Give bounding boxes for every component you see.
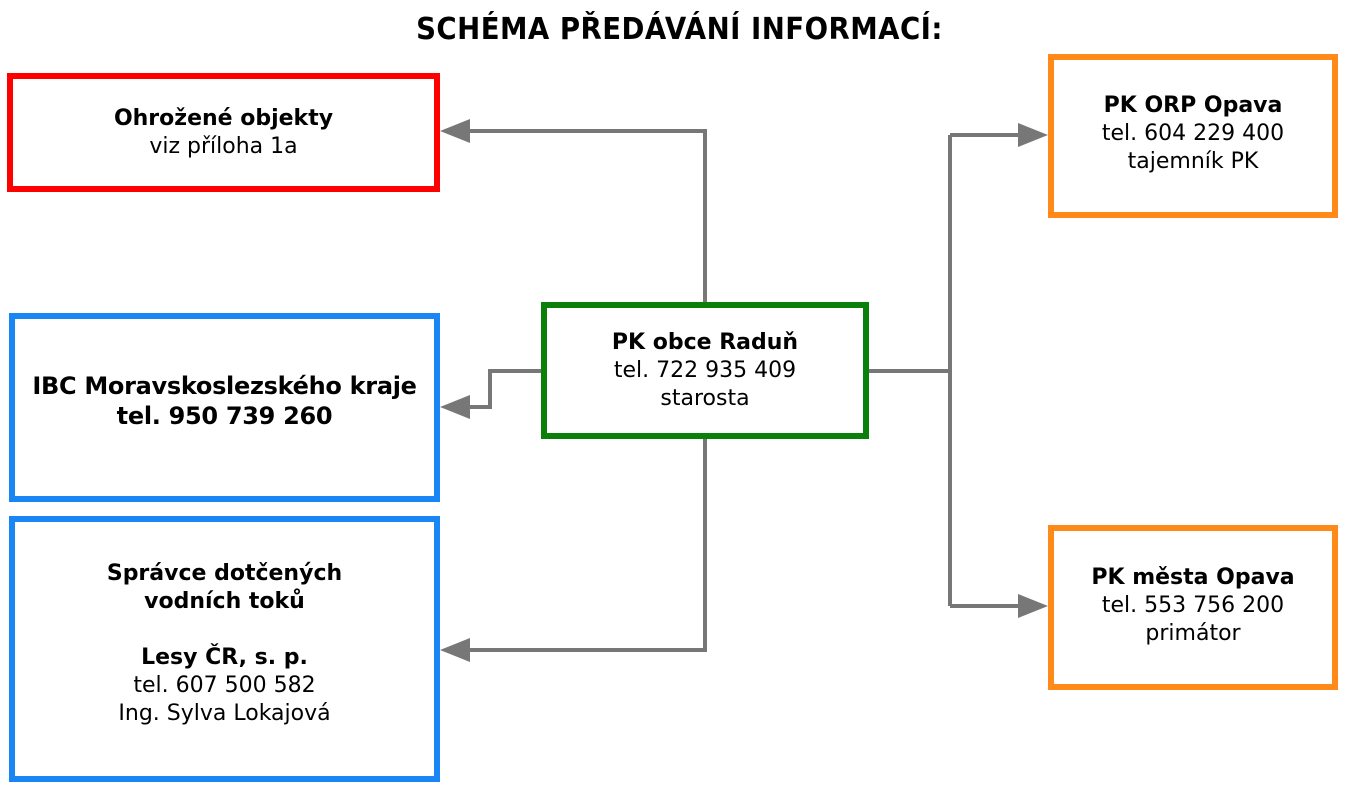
- node-spravce-name-line1: Správce dotčených: [106, 561, 343, 586]
- node-ohrozene-objekty: Ohrožené objekty viz příloha 1a: [7, 73, 440, 192]
- node-pk-obce-radun: PK obce Raduň tel. 722 935 409 starosta: [541, 302, 869, 439]
- node-center-name: PK obce Raduň: [611, 330, 799, 355]
- node-orp-role: tajemník PK: [1127, 149, 1259, 174]
- node-mesta-role: primátor: [1145, 621, 1241, 646]
- node-ibc-phone: tel. 950 739 260: [116, 401, 333, 430]
- node-spravce-person: Ing. Sylva Lokajová: [118, 701, 331, 726]
- node-mesta-name: PK města Opava: [1091, 565, 1295, 590]
- node-spravce-name-line2: vodních toků: [144, 589, 305, 614]
- node-orp-phone: tel. 604 229 400: [1101, 121, 1285, 146]
- node-ohrozene-name: Ohrožené objekty: [113, 106, 334, 131]
- page-title: SCHÉMA PŘEDÁVÁNÍ INFORMACÍ:: [416, 12, 943, 47]
- node-ibc-name: IBC Moravskoslezského kraje: [32, 371, 417, 400]
- node-spravce-org: Lesy ČR, s. p.: [141, 645, 308, 670]
- node-ohrozene-detail: viz příloha 1a: [149, 134, 298, 159]
- arrow-to-spravce: [440, 638, 470, 662]
- node-pk-orp-opava: PK ORP Opava tel. 604 229 400 tajemník P…: [1048, 54, 1338, 218]
- connector-to-ibc: [468, 369, 541, 409]
- node-spravce-toku: Správce dotčených vodních toků Lesy ČR, …: [9, 516, 440, 782]
- connector-to-spravce: [468, 439, 707, 652]
- arrow-to-orp: [1018, 123, 1048, 147]
- node-mesta-phone: tel. 553 756 200: [1101, 593, 1285, 618]
- node-center-phone: tel. 722 935 409: [613, 358, 797, 383]
- arrow-to-ohrozene: [440, 119, 470, 143]
- node-pk-mesta-opava: PK města Opava tel. 553 756 200 primátor: [1048, 525, 1338, 690]
- arrow-to-mesta: [1018, 594, 1048, 618]
- node-center-role: starosta: [660, 386, 750, 411]
- arrow-to-ibc: [440, 395, 470, 419]
- node-spravce-phone: tel. 607 500 582: [133, 673, 316, 698]
- node-orp-name: PK ORP Opava: [1103, 93, 1283, 118]
- connector-to-ohrozene: [468, 129, 707, 302]
- node-ibc-msk: IBC Moravskoslezského kraje tel. 950 739…: [9, 313, 440, 502]
